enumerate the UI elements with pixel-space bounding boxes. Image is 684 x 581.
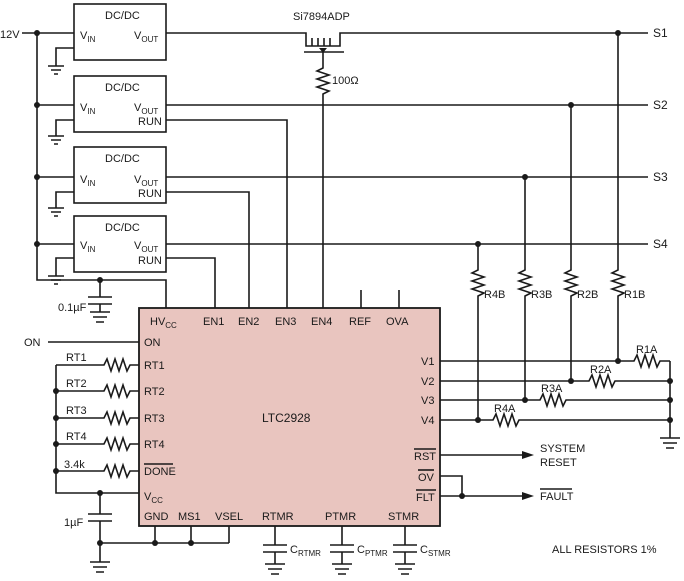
- svg-text:RT3: RT3: [66, 405, 87, 417]
- svg-text:V1: V1: [421, 356, 434, 368]
- svg-text:R3A: R3A: [541, 383, 563, 395]
- svg-text:V3: V3: [421, 395, 434, 407]
- svg-text:100Ω: 100Ω: [332, 75, 359, 87]
- svg-text:R4A: R4A: [494, 403, 516, 415]
- svg-text:GND: GND: [144, 511, 169, 523]
- svg-text:RUN: RUN: [138, 255, 162, 267]
- svg-text:3.4k: 3.4k: [64, 459, 85, 471]
- dcdc-title: DC/DC: [105, 10, 140, 22]
- svg-text:VOUT: VOUT: [134, 102, 158, 116]
- dcdc-converter-3: DC/DC VIN VOUT RUN: [55, 146, 167, 208]
- capacitor-0p1uf: 0.1µF: [58, 277, 112, 323]
- svg-text:RT3: RT3: [144, 413, 165, 425]
- rail-s2: S2: [653, 98, 668, 112]
- label-12v: 12V: [0, 29, 20, 41]
- ltc2928-chip: LTC2928 HVCC EN1 EN2 EN3 EN4 REF OVA ON …: [138, 307, 441, 527]
- svg-text:EN3: EN3: [275, 316, 296, 328]
- svg-text:FLT: FLT: [416, 492, 435, 504]
- svg-text:RESET: RESET: [540, 457, 577, 469]
- divider-resistors: R4B R3B R2B R1B R1A R2A R3A R4A: [440, 30, 680, 449]
- svg-text:VIN: VIN: [80, 174, 96, 188]
- svg-text:FAULT: FAULT: [540, 491, 574, 503]
- rail-s3: S3: [653, 170, 668, 184]
- svg-text:DC/DC: DC/DC: [105, 82, 140, 94]
- svg-text:RT2: RT2: [66, 378, 87, 390]
- capacitor-1uf: 1µF: [64, 493, 230, 573]
- svg-text:MS1: MS1: [178, 511, 201, 523]
- svg-text:R4B: R4B: [484, 289, 505, 301]
- svg-text:DC/DC: DC/DC: [105, 153, 140, 165]
- svg-text:VIN: VIN: [80, 240, 96, 254]
- svg-text:R1A: R1A: [636, 344, 658, 356]
- converter-grounds: [48, 65, 64, 285]
- svg-text:VIN: VIN: [80, 30, 96, 44]
- svg-text:DONE: DONE: [144, 466, 176, 478]
- svg-text:OV: OV: [418, 472, 435, 484]
- timer-capacitors: CRTMR CPTMR CSTMR: [263, 526, 451, 575]
- svg-text:R2A: R2A: [590, 364, 612, 376]
- svg-text:RUN: RUN: [138, 188, 162, 200]
- svg-text:R3B: R3B: [531, 289, 552, 301]
- svg-text:EN4: EN4: [311, 316, 332, 328]
- svg-text:VCC: VCC: [144, 491, 163, 505]
- svg-text:0.1µF: 0.1µF: [58, 302, 87, 314]
- svg-text:V4: V4: [421, 415, 434, 427]
- mosfet-si7894adp: Si7894ADP: [166, 11, 648, 60]
- svg-text:RT1: RT1: [144, 360, 165, 372]
- dcdc-converter-1: DC/DC VIN VOUT: [55, 3, 167, 66]
- svg-text:R1B: R1B: [624, 289, 645, 301]
- svg-text:EN1: EN1: [203, 316, 224, 328]
- svg-text:RT4: RT4: [144, 439, 165, 451]
- svg-text:HVCC: HVCC: [150, 316, 177, 330]
- svg-text:1µF: 1µF: [64, 517, 83, 529]
- reset-fault-outputs: SYSTEM RESET FAULT: [440, 443, 585, 503]
- svg-text:REF: REF: [349, 316, 371, 328]
- svg-text:VOUT: VOUT: [134, 30, 158, 44]
- dcdc-converter-4: DC/DC VIN VOUT RUN: [55, 215, 167, 276]
- svg-text:ON: ON: [24, 337, 41, 349]
- svg-text:VOUT: VOUT: [134, 174, 158, 188]
- svg-text:EN2: EN2: [238, 316, 259, 328]
- svg-text:RT2: RT2: [144, 386, 165, 398]
- svg-text:RST: RST: [414, 451, 436, 463]
- svg-text:CRTMR: CRTMR: [290, 544, 321, 558]
- svg-text:VOUT: VOUT: [134, 240, 158, 254]
- chip-name: LTC2928: [262, 411, 311, 425]
- svg-text:OVA: OVA: [386, 316, 409, 328]
- svg-text:DC/DC: DC/DC: [105, 222, 140, 234]
- resistor-100-ohm: 100Ω: [314, 60, 359, 308]
- svg-text:VIN: VIN: [80, 102, 96, 116]
- resistor-note: ALL RESISTORS 1%: [552, 544, 657, 556]
- svg-text:ON: ON: [144, 337, 161, 349]
- svg-text:R2B: R2B: [577, 289, 598, 301]
- svg-text:STMR: STMR: [388, 511, 419, 523]
- svg-text:RTMR: RTMR: [262, 511, 294, 523]
- rt-resistors: RT1 RT2 RT3 RT4 3.4k: [53, 352, 139, 496]
- svg-text:RT1: RT1: [66, 352, 87, 364]
- svg-text:RUN: RUN: [138, 116, 162, 128]
- svg-text:VSEL: VSEL: [215, 511, 243, 523]
- svg-text:PTMR: PTMR: [325, 511, 356, 523]
- mosfet-label: Si7894ADP: [293, 11, 350, 23]
- enable-wiring: [166, 119, 400, 308]
- svg-text:RT4: RT4: [66, 431, 87, 443]
- svg-text:V2: V2: [421, 376, 434, 388]
- rails: S1 S2 S3 S4: [166, 26, 668, 251]
- svg-text:SYSTEM: SYSTEM: [540, 443, 585, 455]
- rail-s4: S4: [653, 237, 668, 251]
- svg-text:CSTMR: CSTMR: [420, 544, 451, 558]
- svg-text:CPTMR: CPTMR: [357, 544, 388, 558]
- on-input: ON: [24, 337, 139, 349]
- rail-s1: S1: [653, 26, 668, 40]
- dcdc-converter-2: DC/DC VIN VOUT RUN: [55, 75, 167, 136]
